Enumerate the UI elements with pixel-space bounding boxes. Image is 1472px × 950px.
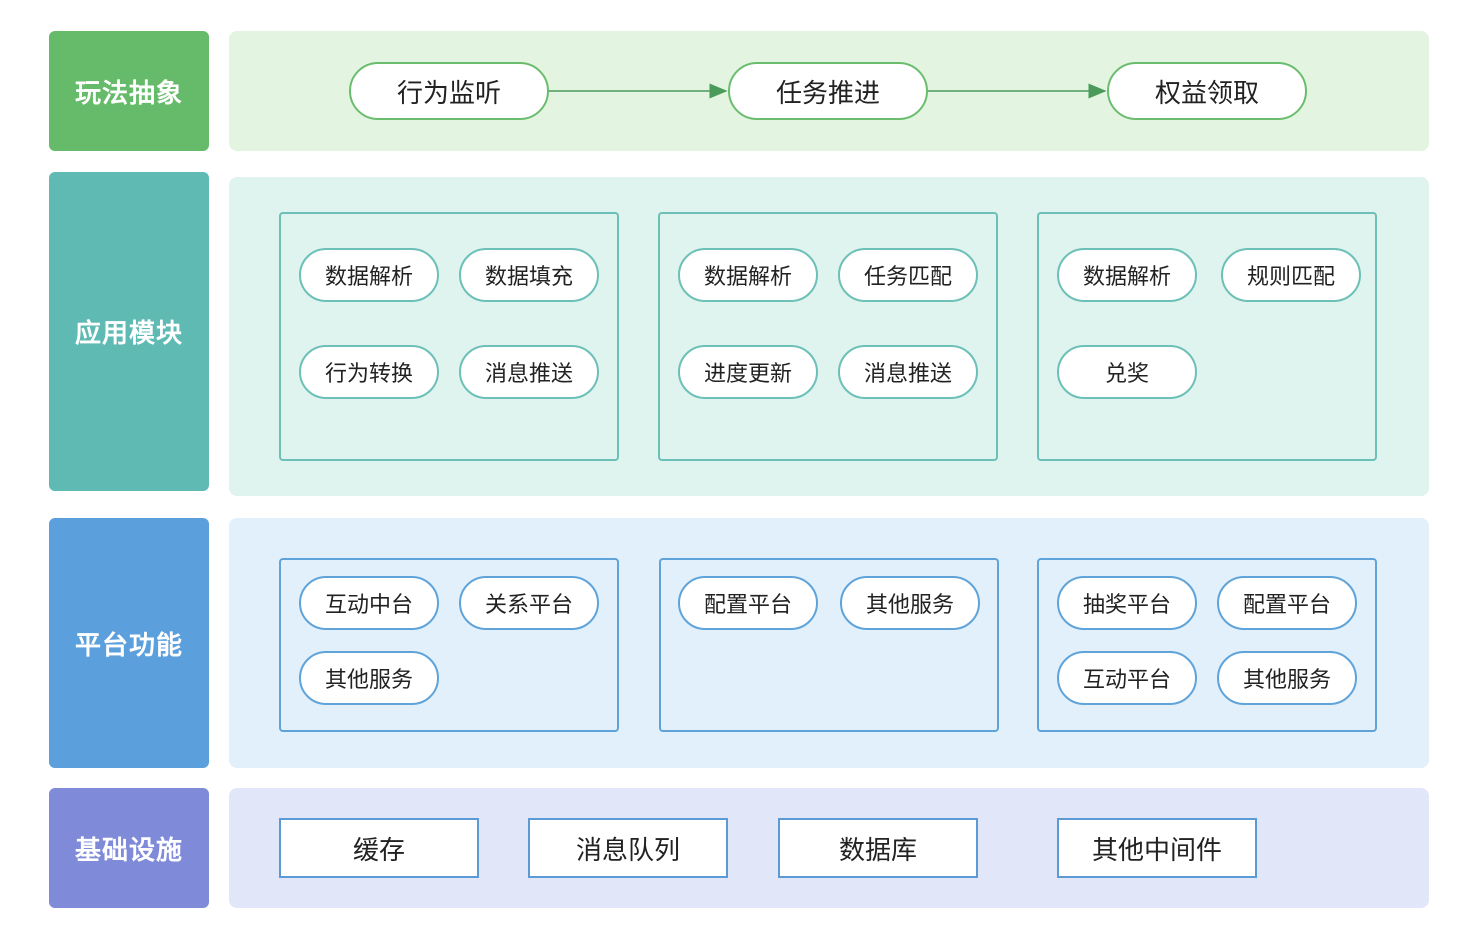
layer-label-gameplay: 玩法抽象	[49, 31, 209, 151]
layer-label-infrastructure: 基础设施	[49, 788, 209, 908]
app-module-data-parse-3: 数据解析	[1057, 248, 1197, 302]
flow-step-claim-benefit: 权益领取	[1107, 62, 1307, 120]
app-module-data-parse-2: 数据解析	[678, 248, 818, 302]
platform-relation: 关系平台	[459, 576, 599, 630]
app-module-data-fill: 数据填充	[459, 248, 599, 302]
flow-step-task-progress: 任务推进	[728, 62, 928, 120]
flow-arrows	[549, 83, 1107, 99]
platform-group-2	[659, 558, 999, 732]
app-module-message-push-2: 消息推送	[838, 345, 978, 399]
infra-other-middleware: 其他中间件	[1057, 818, 1257, 878]
app-module-behavior-convert: 行为转换	[299, 345, 439, 399]
platform-group-3	[1037, 558, 1377, 732]
flow-step-behavior-listen: 行为监听	[349, 62, 549, 120]
infra-message-queue: 消息队列	[528, 818, 728, 878]
app-module-task-match: 任务匹配	[838, 248, 978, 302]
infra-database: 数据库	[778, 818, 978, 878]
platform-other-services-2: 其他服务	[840, 576, 980, 630]
infra-cache: 缓存	[279, 818, 479, 878]
app-module-group-2	[658, 212, 998, 461]
platform-lottery: 抽奖平台	[1057, 576, 1197, 630]
app-module-group-1	[279, 212, 619, 461]
app-module-message-push-1: 消息推送	[459, 345, 599, 399]
app-module-rule-match: 规则匹配	[1221, 248, 1361, 302]
layer-panel-application	[229, 177, 1429, 496]
platform-config-2: 配置平台	[1217, 576, 1357, 630]
app-module-group-3	[1037, 212, 1377, 461]
platform-interaction: 互动平台	[1057, 651, 1197, 705]
app-module-progress-update: 进度更新	[678, 345, 818, 399]
platform-other-services-1: 其他服务	[299, 651, 439, 705]
layer-label-application: 应用模块	[49, 172, 209, 491]
platform-group-1	[279, 558, 619, 732]
app-module-data-parse-1: 数据解析	[299, 248, 439, 302]
layer-label-platform: 平台功能	[49, 518, 209, 768]
app-module-redeem: 兑奖	[1057, 345, 1197, 399]
platform-other-services-3: 其他服务	[1217, 651, 1357, 705]
platform-config-1: 配置平台	[678, 576, 818, 630]
platform-interaction-hub: 互动中台	[299, 576, 439, 630]
